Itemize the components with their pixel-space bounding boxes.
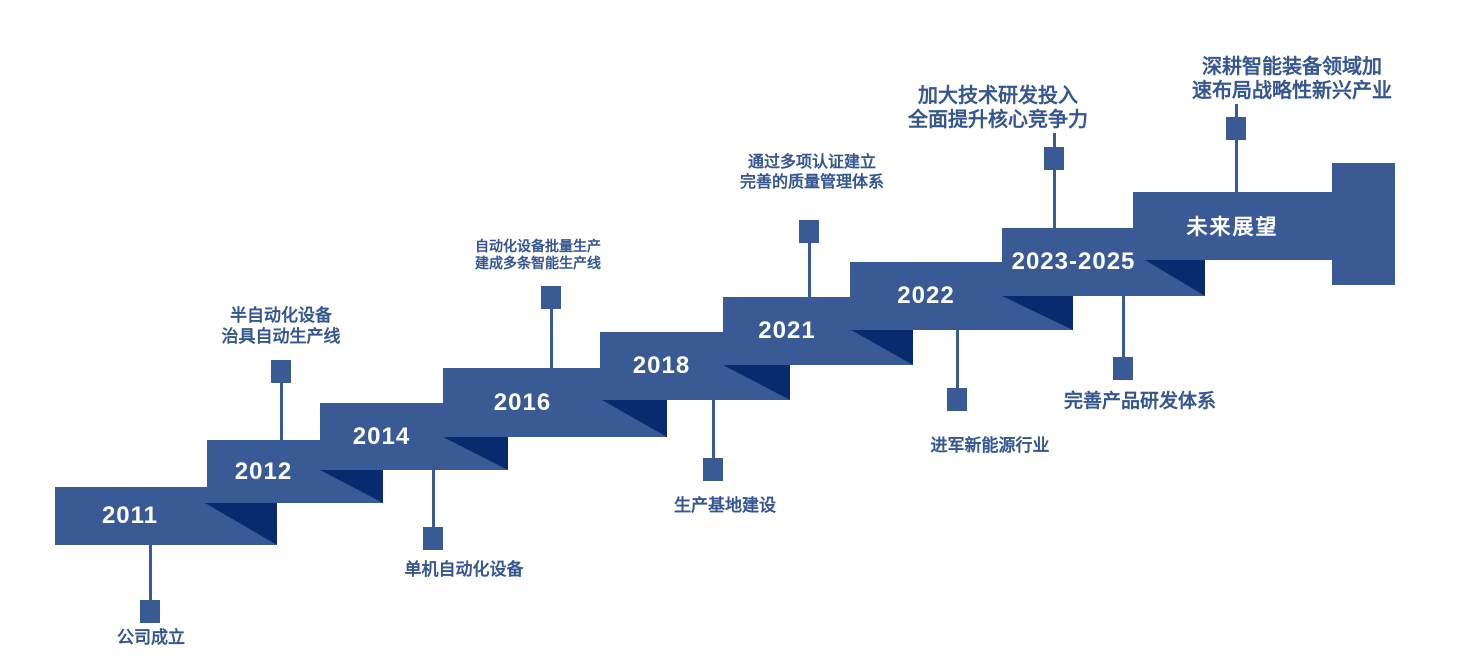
connector-line [1122, 296, 1125, 359]
endcap-block [1332, 163, 1395, 285]
connector-line [432, 470, 435, 529]
label-line: 单机自动化设备 [404, 560, 524, 579]
label-line: 通过多项认证建立 [747, 154, 877, 171]
connector-square [1044, 147, 1064, 170]
connector-square [140, 600, 160, 623]
connector-square [799, 220, 819, 243]
label-line: 建成多条智能生产线 [475, 255, 601, 272]
milestone-label: 通过多项认证建立完善的质量管理体系 [740, 153, 884, 192]
connector-square [703, 458, 723, 481]
connector-line [280, 381, 283, 440]
milestone-label: 半自动化设备治具自动生产线 [222, 306, 341, 347]
label-line: 加大技术研发投入 [918, 85, 1078, 107]
milestone-label: 加大技术研发投入全面提升核心竞争力 [908, 84, 1088, 133]
connector-line [808, 241, 811, 297]
year-label: 2011 [101, 502, 159, 529]
label-line: 速布局战略性新兴产业 [1192, 80, 1392, 103]
milestone-label: 完善产品研发体系 [1064, 390, 1216, 413]
label-line: 完善的质量管理体系 [739, 173, 885, 191]
label-line: 进军新能源行业 [930, 436, 1050, 455]
milestone-label: 自动化设备批量生产建成多条智能生产线 [475, 238, 601, 272]
milestone-label: 进军新能源行业 [931, 436, 1050, 457]
label-line: 自动化设备批量生产 [475, 238, 601, 254]
milestone-label: 深耕智能装备领域加速布局战略性新兴产业 [1192, 55, 1392, 104]
year-label: 2014 [352, 422, 411, 450]
connector-square [541, 286, 561, 309]
connector-line [550, 307, 553, 368]
label-line: 治具自动生产线 [221, 326, 341, 346]
year-label: 2016 [493, 388, 552, 416]
connector-line [956, 330, 959, 390]
connector-square [423, 527, 443, 550]
year-label: 未来展望 [1186, 216, 1279, 239]
year-label: 2021 [758, 317, 816, 344]
connector-line [1235, 104, 1238, 192]
timeline-step-bar-8: 未来展望 [1133, 192, 1332, 260]
connector-square [1226, 117, 1246, 140]
connector-line [712, 400, 715, 460]
connector-square [1113, 357, 1133, 380]
connector-line [149, 545, 152, 602]
label-line: 完善产品研发体系 [1063, 391, 1217, 412]
label-line: 深耕智能装备领域加 [1202, 56, 1382, 78]
label-line: 半自动化设备 [230, 306, 332, 325]
year-label: 2022 [897, 282, 955, 309]
year-label: 2012 [234, 457, 293, 485]
milestone-label: 单机自动化设备 [405, 560, 524, 581]
label-line: 全面提升核心竞争力 [908, 109, 1088, 132]
connector-line [1053, 133, 1056, 228]
year-label: 2023-2025 [1011, 248, 1136, 275]
milestone-label: 生产基地建设 [674, 496, 776, 517]
connector-square [271, 360, 291, 383]
milestone-label: 公司成立 [117, 628, 185, 649]
label-line: 公司成立 [117, 628, 185, 647]
label-line: 生产基地建设 [674, 496, 776, 515]
year-label: 2018 [632, 352, 691, 379]
connector-square [947, 388, 967, 411]
